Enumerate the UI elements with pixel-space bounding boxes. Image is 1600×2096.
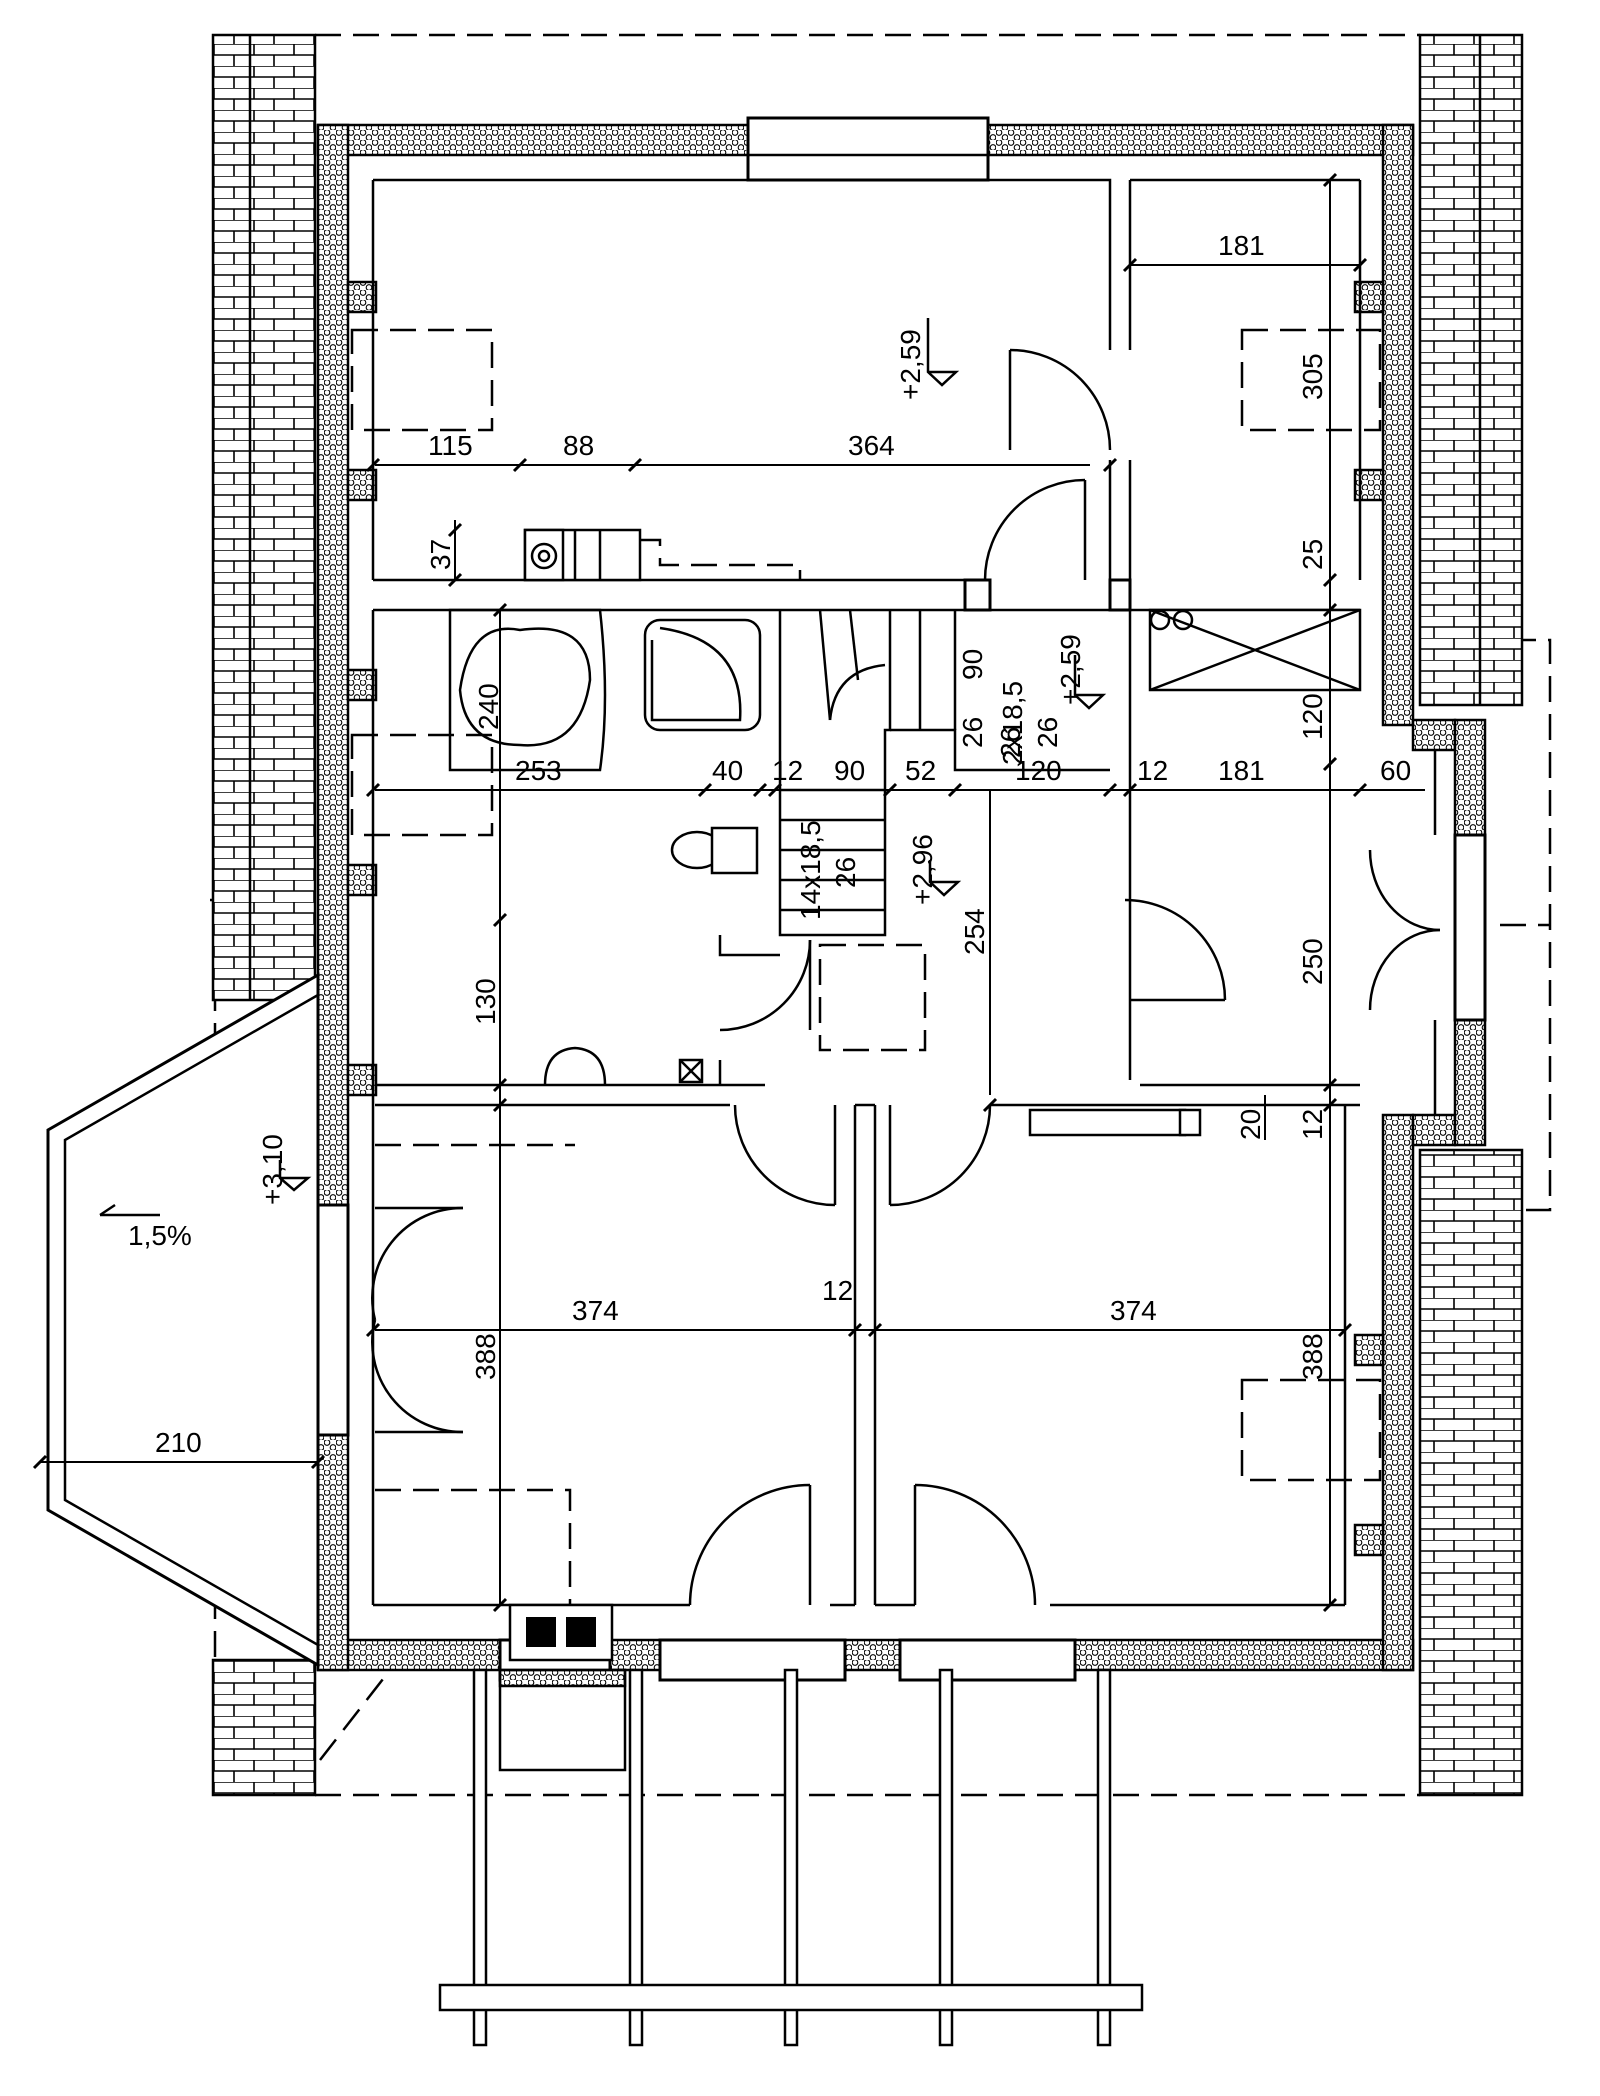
stair-lower-run: 14x18,5 — [795, 820, 826, 920]
dim-12-a: 12 — [772, 755, 803, 786]
level-terrace: +3,10 — [257, 1134, 288, 1205]
dim-120-ne: 120 — [1297, 693, 1328, 740]
dim-26a: 26 — [957, 717, 988, 748]
dim-88: 88 — [563, 430, 594, 461]
bathroom-fixtures — [448, 528, 802, 1086]
dim-130: 130 — [470, 978, 501, 1025]
stair-upper-run: 2x18,5 — [997, 681, 1028, 765]
dim-52: 52 — [905, 755, 936, 786]
level-north-room: +2,59 — [895, 329, 926, 400]
dim-26b: 26 — [995, 727, 1026, 758]
dim-250: 250 — [1297, 938, 1328, 985]
dim-12-south: 12 — [822, 1275, 853, 1306]
dim-12-b: 12 — [1137, 755, 1168, 786]
dimension-lines — [40, 180, 1425, 1605]
dim-25: 25 — [1297, 539, 1328, 570]
dim-364: 364 — [848, 430, 895, 461]
dim-254: 254 — [959, 908, 990, 955]
dim-120-mid: 120 — [1015, 755, 1062, 786]
level-stair-hall: +2,59 — [1055, 634, 1086, 705]
dim-12-east: 12 — [1297, 1109, 1328, 1140]
dim-305: 305 — [1297, 353, 1328, 400]
stair-upper-tread: 26 — [1032, 717, 1063, 748]
dim-37: 37 — [425, 539, 456, 570]
roof-tiles — [211, 33, 1524, 1797]
dim-253: 253 — [515, 755, 562, 786]
roof-outline — [210, 33, 1552, 1797]
level-landing: +2,96 — [907, 834, 938, 905]
dim-388-right: 388 — [1297, 1333, 1328, 1380]
dim-210: 210 — [155, 1427, 202, 1458]
dimension-ticks — [32, 172, 1368, 1613]
dim-388-left: 388 — [470, 1333, 501, 1380]
slope-label: 1,5% — [128, 1220, 192, 1251]
dim-90-stair: 90 — [957, 649, 988, 680]
exterior-walls — [316, 116, 1487, 1682]
dim-240: 240 — [473, 683, 504, 730]
doors — [371, 348, 1441, 1606]
ne-hall-features — [1028, 608, 1362, 1137]
labels: +2,59 +2,59 +2,96 +3,10 1,5% 115 88 364 … — [128, 230, 1411, 1458]
chimney — [498, 1603, 627, 1772]
dim-40: 40 — [712, 755, 743, 786]
terrace — [46, 972, 320, 1668]
dim-20: 20 — [1235, 1109, 1266, 1140]
stair-lower-tread: 26 — [830, 857, 861, 888]
level-markers — [99, 318, 1107, 1217]
dim-181-top: 181 — [1218, 230, 1265, 261]
dim-374-right: 374 — [1110, 1295, 1157, 1326]
pergola — [438, 1668, 1144, 2047]
furniture-outlines — [350, 328, 1382, 1605]
stair — [718, 609, 1110, 1052]
dim-90-mid: 90 — [834, 755, 865, 786]
dim-60: 60 — [1380, 755, 1411, 786]
dim-181-mid: 181 — [1218, 755, 1265, 786]
dim-115: 115 — [428, 430, 473, 461]
dim-374-left: 374 — [572, 1295, 619, 1326]
